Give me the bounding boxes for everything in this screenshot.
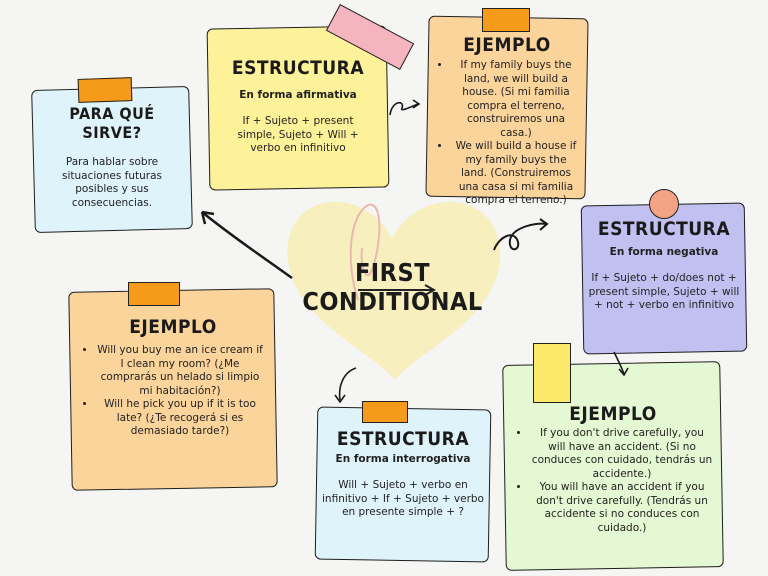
negative-example-list: If you don't drive carefully, you will h… [512, 427, 714, 535]
interrogative-example-title: EJEMPLO [129, 316, 217, 338]
list-item: If you don't drive carefully, you will h… [530, 427, 714, 481]
interrogative-formula: Will + Sujeto + verbo en infinitivo + If… [322, 479, 484, 518]
affirmative-formula: If + Sujeto + present simple, Sujeto + W… [237, 115, 359, 154]
center-title-line1: FIRST [354, 258, 431, 287]
negative-example-note: EJEMPLO If you don't drive carefully, yo… [502, 361, 724, 571]
interrogative-structure-note: ESTRUCTURA En forma interrogativa Will +… [314, 406, 492, 563]
affirmative-example-note: EJEMPLO If my family buys the land, we w… [425, 15, 589, 206]
center-title-line2: CONDITIONAL [302, 287, 483, 316]
arrow-to-purpose [201, 211, 293, 280]
purpose-text: Para hablar sobre situaciones futuras po… [62, 156, 162, 209]
tape-orange [77, 77, 133, 103]
tape-orange [362, 401, 408, 423]
affirmative-subtitle: En forma afirmativa [239, 89, 357, 101]
affirmative-title: ESTRUCTURA [231, 57, 365, 79]
negative-structure-note: ESTRUCTURA En forma negativa If + Sujeto… [580, 202, 748, 355]
interrogative-example-note: EJEMPLO Will you buy me an ice cream if … [68, 288, 278, 491]
tape-orange [128, 282, 180, 306]
purpose-note: PARA QUÉ SIRVE? Para hablar sobre situac… [31, 85, 193, 234]
clip-icon [349, 203, 381, 301]
tape-yellow [533, 343, 571, 403]
arrow-to-interrogative [338, 367, 357, 401]
list-item: We will build a house if my family buys … [451, 140, 581, 208]
interrogative-example-list: Will you buy me an ice cream if I clean … [78, 344, 268, 439]
affirmative-example-title: EJEMPLO [463, 34, 551, 56]
list-item: You will have an accident if you don't d… [530, 481, 714, 535]
tape-orange [482, 8, 530, 32]
list-item: Will he pick you up if it is too late? (… [96, 398, 264, 439]
arrow-neg-to-example [613, 351, 625, 375]
interrogative-title: ESTRUCTURA [336, 428, 470, 450]
center-title: FIRST CONDITIONAL [300, 258, 485, 316]
list-item: If my family buys the land, we will buil… [451, 59, 581, 140]
arrow-aff-to-example [389, 101, 419, 116]
purpose-title: PARA QUÉ SIRVE? [69, 104, 155, 142]
affirmative-example-list: If my family buys the land, we will buil… [433, 59, 581, 208]
pin-icon [649, 189, 679, 219]
negative-title: ESTRUCTURA [597, 218, 731, 240]
arrow-to-negative [493, 222, 547, 251]
interrogative-subtitle: En forma interrogativa [335, 453, 471, 465]
list-item: Will you buy me an ice cream if I clean … [96, 344, 264, 398]
negative-subtitle: En forma negativa [609, 246, 719, 258]
negative-example-title: EJEMPLO [569, 403, 657, 425]
affirmative-structure-note: ESTRUCTURA En forma afirmativa If + Suje… [206, 25, 390, 191]
negative-formula: If + Sujeto + do/does not + present simp… [588, 272, 740, 311]
